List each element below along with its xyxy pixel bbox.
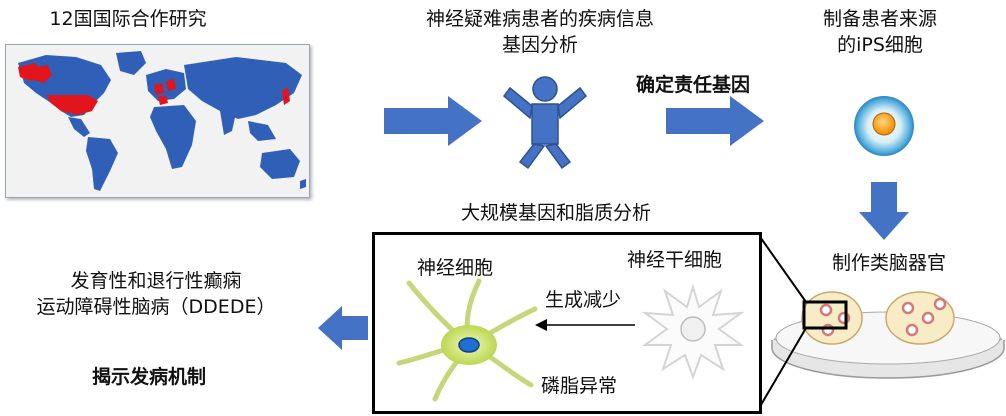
world-map-graphic <box>18 51 306 191</box>
neuron-icon <box>396 278 538 402</box>
large-scale-analysis-label: 大规模基因和脂质分析 <box>460 202 651 224</box>
ips-line2: 的iPS细胞 <box>837 34 923 56</box>
patient-analysis-line1: 神经疑难病患者的疾病信息 <box>425 8 654 30</box>
highlight-japan <box>282 87 290 105</box>
ips-cell-icon <box>854 96 914 156</box>
phospholipid-label: 磷脂异常 <box>541 375 618 397</box>
stem-cell-label: 神经干细胞 <box>627 249 723 271</box>
ips-line1: 制备患者来源 <box>822 8 937 30</box>
arrow-to-ips <box>666 96 764 146</box>
disease-label: 发育性和退行性癫痫 运动障碍性脑病（DDEDE） <box>8 268 304 320</box>
arrow-to-organoid <box>859 182 909 240</box>
ips-label: 制备患者来源 的iPS细胞 <box>780 6 980 58</box>
patient-analysis-label: 神经疑难病患者的疾病信息 基因分析 <box>372 6 708 58</box>
arrow-to-patient <box>384 96 482 146</box>
highlight-usa <box>46 95 98 115</box>
disease-line1: 发育性和退行性癫痫 <box>70 270 242 292</box>
petri-dish-icon <box>771 291 1005 379</box>
highlight-europe <box>154 83 164 95</box>
arrow-to-disease <box>318 306 368 350</box>
disease-line2: 运动障碍性脑病（DDEDE） <box>36 296 276 318</box>
collaboration-label: 12国国际合作研究 <box>49 8 207 30</box>
reduced-generation-label: 生成减少 <box>545 289 622 311</box>
analysis-panel: 神经细胞 神经干细胞 生成减少 磷脂异常 <box>372 232 762 414</box>
reduced-generation-arrow <box>535 319 635 331</box>
stem-cell-icon <box>641 283 745 380</box>
organoid-label: 制作类脑器官 <box>831 252 946 274</box>
neuron-label: 神经细胞 <box>417 257 494 279</box>
patient-figure-icon <box>502 76 588 170</box>
world-map <box>5 44 310 198</box>
patient-analysis-line2: 基因分析 <box>501 34 578 56</box>
identify-gene-label: 确定责任基因 <box>636 74 751 96</box>
reveal-mechanism-label: 揭示发病机制 <box>92 366 207 388</box>
